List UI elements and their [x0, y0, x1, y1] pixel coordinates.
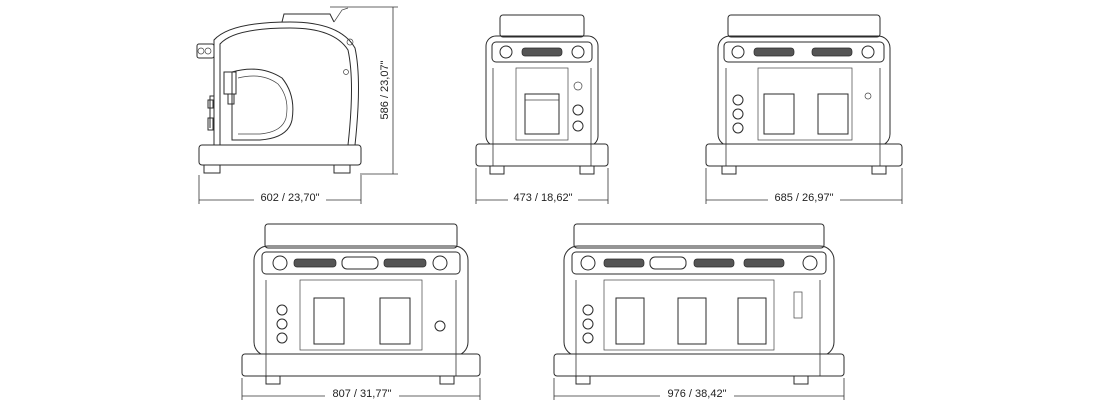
front-view-1group: [475, 14, 609, 204]
dim-3group-width: 976 / 38,42": [668, 388, 727, 400]
front-view-3group: [553, 223, 845, 400]
dim-side-width: 602 / 23,70": [261, 192, 320, 204]
dim-2group-compact-width: 685 / 26,97": [775, 192, 834, 204]
dim-side-height: 586 / 23,07": [379, 60, 391, 119]
front-view-2group: [241, 223, 481, 400]
dim-2group-width: 807 / 31,77": [333, 388, 392, 400]
dim-1group-width: 473 / 18,62": [514, 192, 573, 204]
side-view: [196, 6, 398, 204]
front-view-2group-compact: [705, 14, 903, 204]
